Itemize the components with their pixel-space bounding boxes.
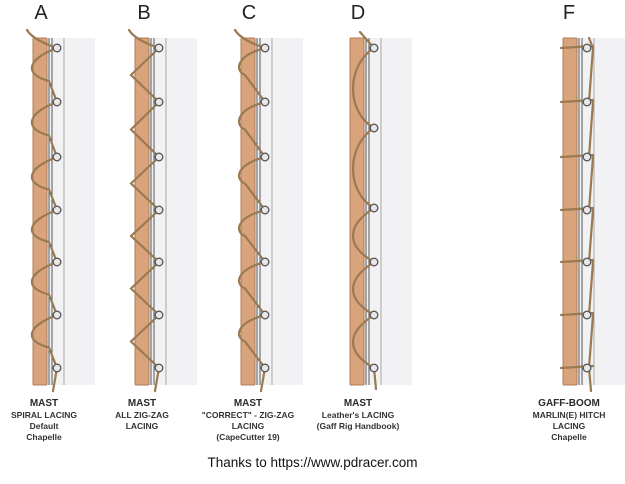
grommet-ring: [52, 363, 62, 373]
grommet-ring: [582, 43, 592, 53]
caption-a-line: Default: [29, 421, 59, 431]
mast-spar: [134, 37, 150, 386]
grommet-ring: [369, 310, 379, 320]
caption-f-title: GAFF-BOOM: [538, 398, 600, 409]
grommet-ring: [154, 205, 164, 215]
grommet-ring: [582, 152, 592, 162]
grommet-ring: [154, 43, 164, 53]
caption-b-line: LACING: [125, 421, 159, 431]
caption-c-line: LACING: [231, 421, 265, 431]
grommet-ring: [369, 363, 379, 373]
caption-d-line: Leather's LACING: [321, 410, 395, 420]
grommet-ring: [369, 123, 379, 133]
caption-d: MAST Leather's LACING (Gaff Rig Handbook…: [298, 398, 418, 432]
lacing-rope: [559, 36, 595, 393]
grommet-ring: [582, 257, 592, 267]
panel-letter-b: B: [137, 2, 151, 24]
caption-a-line: Chapelle: [26, 432, 62, 442]
grommet-ring: [369, 43, 379, 53]
mast-spar: [240, 37, 256, 386]
caption-b-title: MAST: [127, 398, 157, 409]
caption-c-line: "CORRECT" - ZIG-ZAG: [201, 410, 295, 420]
grommet-ring: [260, 152, 270, 162]
caption-b: MAST ALL ZIG-ZAG LACING: [82, 398, 202, 432]
grommet-ring: [154, 97, 164, 107]
grommet-ring: [154, 363, 164, 373]
caption-d-title: MAST: [343, 398, 373, 409]
caption-a-line: SPIRAL LACING: [11, 410, 77, 420]
grommet-ring: [582, 205, 592, 215]
grommet-ring: [154, 257, 164, 267]
grommet-ring: [260, 363, 270, 373]
caption-c: MAST "CORRECT" - ZIG-ZAG LACING (CapeCut…: [188, 398, 308, 443]
caption-d-line: (Gaff Rig Handbook): [316, 421, 400, 431]
grommet-ring: [369, 203, 379, 213]
lacing-rope: [351, 30, 378, 391]
grommet-ring: [260, 43, 270, 53]
grommet-ring: [52, 205, 62, 215]
caption-f-line: MARLIN(E) HITCH: [532, 410, 606, 420]
grommet-ring: [582, 363, 592, 373]
grommet-ring: [582, 310, 592, 320]
grommet-ring: [154, 152, 164, 162]
caption-b-line: ALL ZIG-ZAG: [115, 410, 169, 420]
mast-spar: [562, 37, 578, 386]
mast-spar: [349, 37, 365, 386]
lacing-rope: [233, 28, 269, 393]
grommet-ring: [52, 152, 62, 162]
caption-f-line: LACING: [552, 421, 586, 431]
panel-letter-c: C: [241, 2, 257, 24]
panel-letter-f: F: [562, 2, 576, 24]
grommet-ring: [260, 205, 270, 215]
grommet-ring: [582, 97, 592, 107]
grommet-ring: [260, 257, 270, 267]
grommet-ring: [52, 310, 62, 320]
grommet-ring: [154, 310, 164, 320]
caption-a: MAST SPIRAL LACING Default Chapelle: [0, 398, 104, 443]
grommet-ring: [369, 257, 379, 267]
panel-letter-a: A: [34, 2, 48, 24]
caption-a-title: MAST: [29, 398, 59, 409]
mast-spar: [32, 37, 48, 386]
lacing-rope: [25, 28, 61, 393]
grommet-ring: [52, 257, 62, 267]
caption-c-line: (CapeCutter 19): [216, 432, 280, 442]
grommet-ring: [260, 97, 270, 107]
caption-c-title: MAST: [233, 398, 263, 409]
caption-f-line: Chapelle: [551, 432, 587, 442]
grommet-ring: [52, 43, 62, 53]
grommet-ring: [260, 310, 270, 320]
grommet-ring: [52, 97, 62, 107]
panel-letter-d: D: [350, 2, 366, 24]
credit-text: Thanks to https://www.pdracer.com: [207, 455, 418, 470]
caption-f: GAFF-BOOM MARLIN(E) HITCH LACING Chapell…: [509, 398, 625, 443]
lacing-rope: [127, 28, 162, 393]
